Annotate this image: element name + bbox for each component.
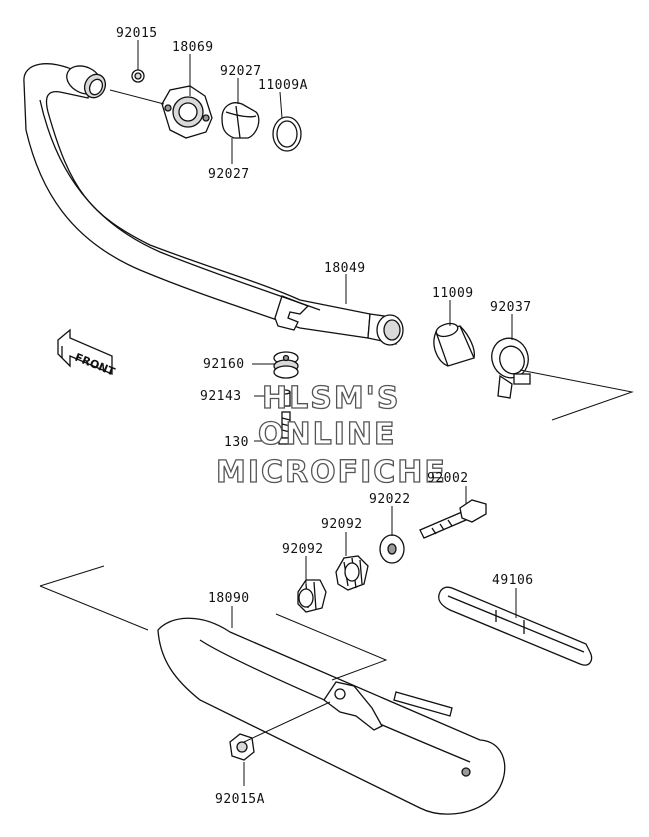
label-92037: 92037	[490, 300, 532, 315]
label-18069: 18069	[172, 40, 214, 55]
pipe-outlet-end	[367, 313, 404, 346]
clamp-92037	[491, 337, 531, 399]
bolt-130	[278, 411, 294, 445]
washer-92022	[379, 534, 405, 564]
label-130: 130	[224, 435, 249, 450]
damper-92160	[273, 351, 299, 379]
grommet-92092-right	[335, 555, 369, 591]
watermark-line-2: ONLINE	[258, 417, 397, 452]
grommet-92092-left	[297, 579, 327, 613]
leader-lines	[39, 40, 634, 786]
part-labels: 92015 18069 92027 11009A 92027 18049 110…	[116, 26, 534, 807]
label-92015: 92015	[116, 26, 158, 41]
gasket-11009a	[272, 116, 302, 152]
label-92143: 92143	[200, 389, 242, 404]
muffler-18090	[157, 617, 506, 815]
label-18090: 18090	[208, 591, 250, 606]
gasket-11009	[433, 322, 476, 367]
label-92160: 92160	[203, 357, 245, 372]
label-92002: 92002	[427, 471, 469, 486]
label-11009a: 11009A	[258, 78, 308, 93]
label-92015a: 92015A	[215, 792, 265, 807]
flange-18069	[161, 85, 213, 139]
nut-92015a	[229, 733, 255, 761]
label-18049: 18049	[324, 261, 366, 276]
header-pipe	[23, 63, 371, 339]
label-92027-top: 92027	[220, 64, 262, 79]
split-collar-92027	[221, 102, 260, 139]
label-11009: 11009	[432, 286, 474, 301]
label-92092-right: 92092	[321, 517, 363, 532]
bolt-92002	[419, 499, 487, 539]
label-92092-left: 92092	[282, 542, 324, 557]
watermark: HLSM'S ONLINE MICROFICHE	[215, 380, 447, 490]
front-direction-badge: FRONT	[57, 328, 117, 379]
nut-92015	[131, 69, 145, 83]
watermark-line-3: MICROFICHE	[216, 455, 447, 490]
label-92027-bottom: 92027	[208, 167, 250, 182]
label-49106: 49106	[492, 573, 534, 588]
cover-49106	[438, 586, 593, 666]
watermark-line-1: HLSM'S	[262, 381, 400, 416]
label-92022: 92022	[369, 492, 411, 507]
collar-92143	[279, 389, 291, 407]
pipe-inlet-ring	[66, 65, 107, 99]
